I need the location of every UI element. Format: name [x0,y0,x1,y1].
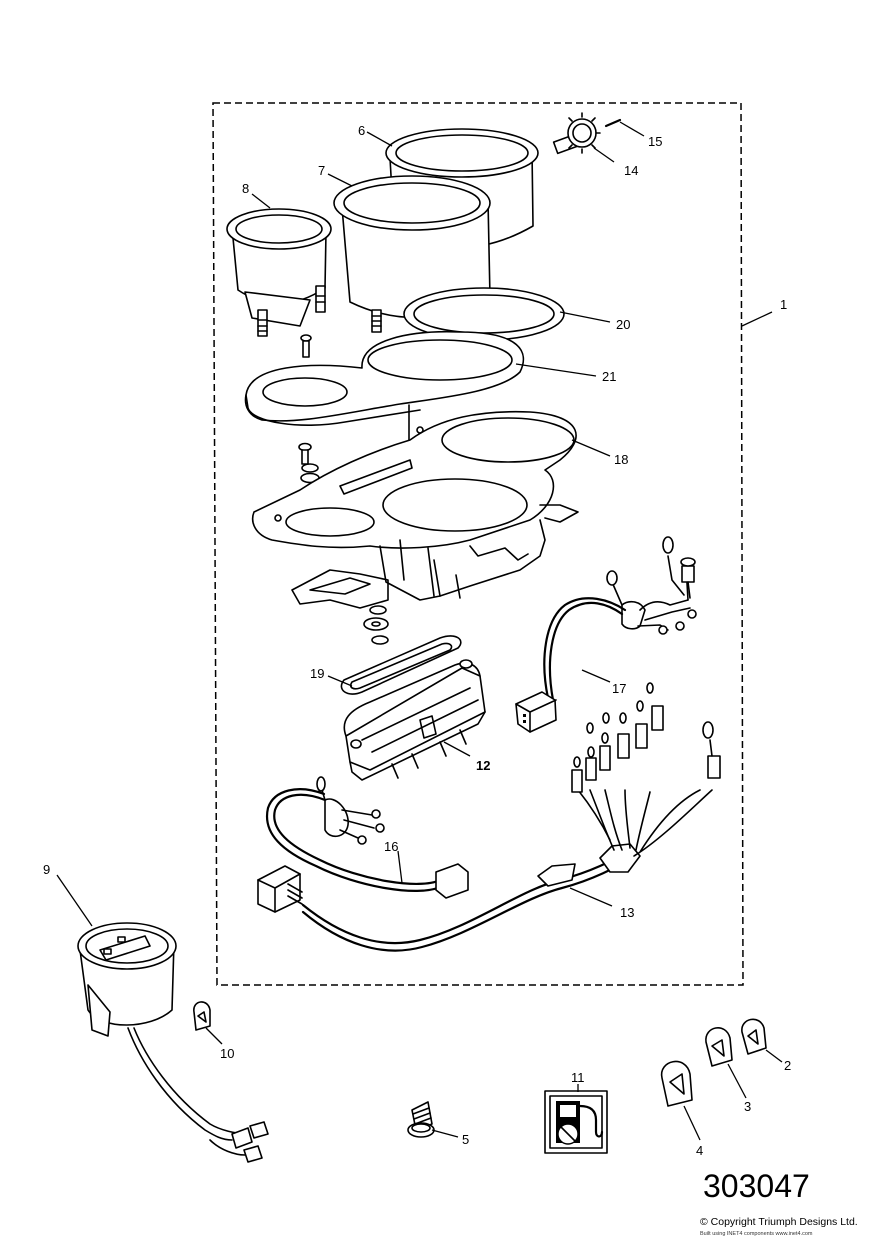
part-5-screw [407,1101,435,1138]
catalog-number: 303047 [703,1168,810,1204]
callout-4: 4 [696,1143,703,1158]
callout-14: 14 [624,163,638,178]
callout-3: 3 [744,1099,751,1114]
harness-13-sockets [571,682,721,793]
callout-9: 9 [43,862,50,877]
callout-13: 13 [620,905,634,920]
screw-small [300,334,312,358]
copyright-notice: © Copyright Triumph Designs Ltd. [700,1216,858,1228]
callout-1: 1 [780,297,787,312]
callout-19: 19 [310,666,324,681]
part-2-bulb [741,1018,767,1055]
part-12-warning-light-unit [343,659,486,781]
part-14-drive-gear [552,112,601,155]
callout-20: 20 [616,317,630,332]
part-15-pin [604,118,622,128]
callout-17: 17 [612,681,626,696]
assembly-boundary [212,102,744,986]
screw-washers-left [298,442,320,484]
part-19-lens-cover [340,635,462,695]
callout-18: 18 [614,452,628,467]
callout-labels: 1 2 3 4 5 6 7 8 9 10 11 12 13 14 15 16 1… [43,123,791,1158]
grommet [363,605,389,645]
part-18-bracket [251,410,579,609]
part-10-bulb [193,1001,211,1031]
callout-16: 16 [384,839,398,854]
callout-5: 5 [462,1132,469,1147]
callout-2: 2 [784,1058,791,1073]
part-16-harness [265,776,469,899]
part-13-main-harness [257,789,713,952]
build-credit: Built using INET4 components www.inet4.c… [700,1231,813,1237]
callout-12: 12 [476,758,490,773]
part-21-bezel [244,330,525,453]
callout-6: 6 [358,123,365,138]
part-8-gauge [226,208,332,337]
part-3-bulb [705,1027,733,1067]
leader-lines [56,121,783,1141]
callout-7: 7 [318,163,325,178]
part-11-fuel-decal [544,1090,608,1154]
part-17-harness [515,536,697,733]
callout-8: 8 [242,181,249,196]
callout-10: 10 [220,1046,234,1061]
part-4-bulb [660,1060,693,1107]
part-9-gauge [77,922,269,1163]
callout-15: 15 [648,134,662,149]
callout-21: 21 [602,369,616,384]
callout-11: 11 [571,1070,585,1085]
